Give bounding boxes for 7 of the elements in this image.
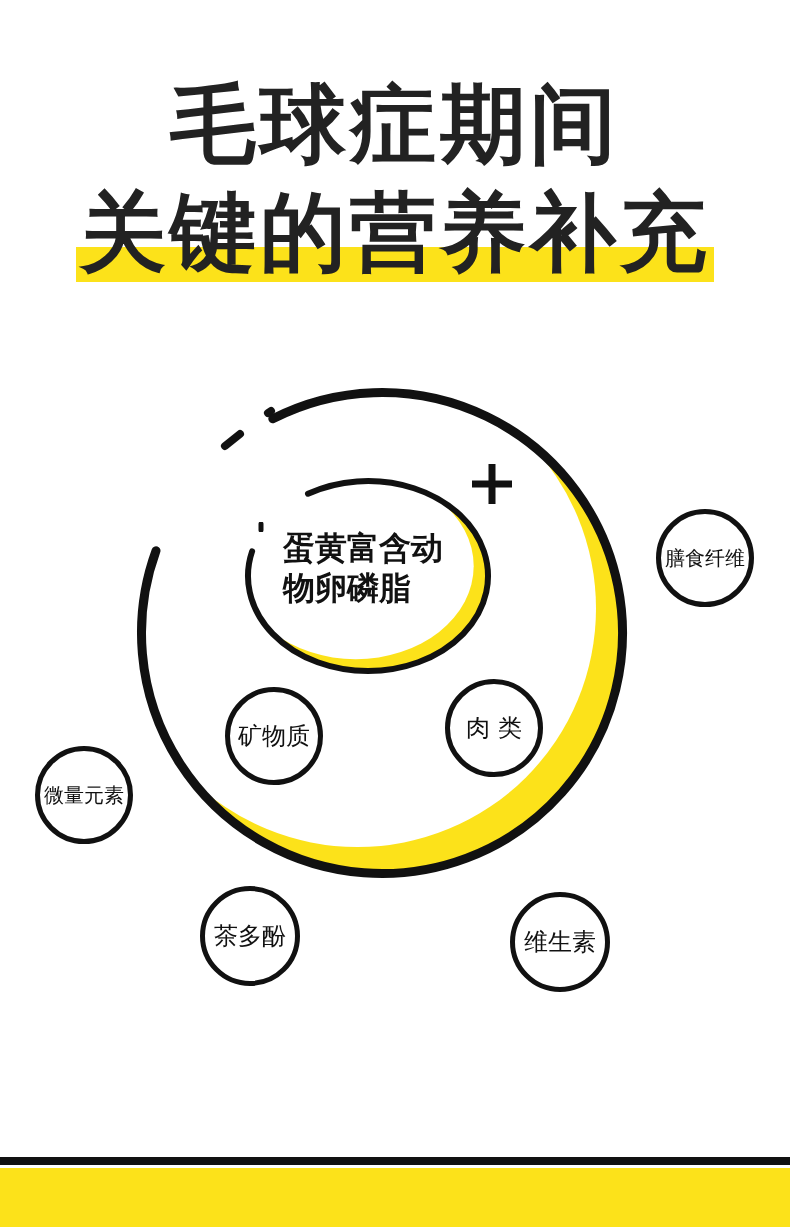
circle-bubble: 微量元素 <box>35 746 133 844</box>
circle-bubble: 膳食纤维 <box>656 509 754 607</box>
circle-bubble: 维生素 <box>510 892 610 992</box>
ring-drawing <box>137 388 627 878</box>
bubble-text: 蛋黄富含动物卵磷脂 <box>283 528 444 608</box>
ellipse-bubble <box>245 478 491 674</box>
circle-bubble: 茶多酚 <box>200 886 300 986</box>
